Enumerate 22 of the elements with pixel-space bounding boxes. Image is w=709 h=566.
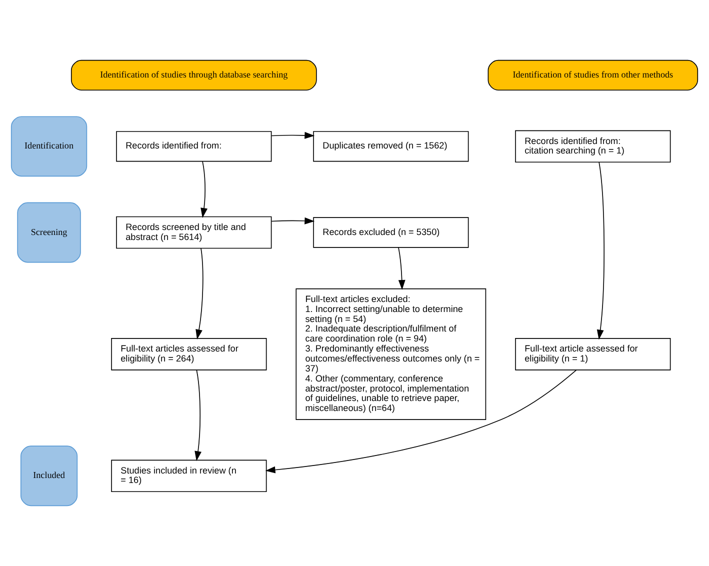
node-box: Identification of studies from other methods: [488, 60, 698, 91]
arrow: [596, 162, 604, 340]
arrow: [265, 370, 577, 474]
arrow: [194, 370, 202, 462]
node-box: Records excluded (n = 5350): [313, 217, 469, 248]
node-box: Studies included in review (n = 16): [111, 460, 267, 492]
arrow: [271, 217, 315, 224]
node-box: Identification of studies through database searching: [70, 60, 317, 91]
node-box: Included: [20, 446, 78, 506]
arrow: [271, 132, 315, 139]
node-box: Screening: [17, 202, 81, 263]
node-box: Full-text articles assessed for eligibility (n = 264): [111, 338, 267, 370]
node-box: Duplicates removed (n = 1562): [313, 131, 469, 162]
arrow: [196, 248, 204, 340]
node-box: Records identified from: citation searching (n = 1): [515, 130, 671, 163]
node-box: Identification: [10, 116, 88, 177]
node-box: Full-text article assessed for eligibility (n = 1): [515, 338, 671, 370]
node-box: Full-text articles excluded: 1. Incorrect setting/unable to determine setting (n = 54) 2. Inadequate description/fulfilment of care coordination role (n = 94) 3. Predominantly effectiveness outcomes/effectiveness outcomes only (n = 37) 4. Other (commentary, conference abstract/poster, protocol, implementation of guidelines, unable to retrieve paper, miscellaneous) (n=64): [296, 288, 486, 420]
arrow: [200, 161, 208, 218]
node-box: Records identified from:: [116, 131, 272, 162]
arrow: [398, 247, 406, 290]
node-box: Records screened by title and abstract (n = 5614): [116, 216, 272, 249]
